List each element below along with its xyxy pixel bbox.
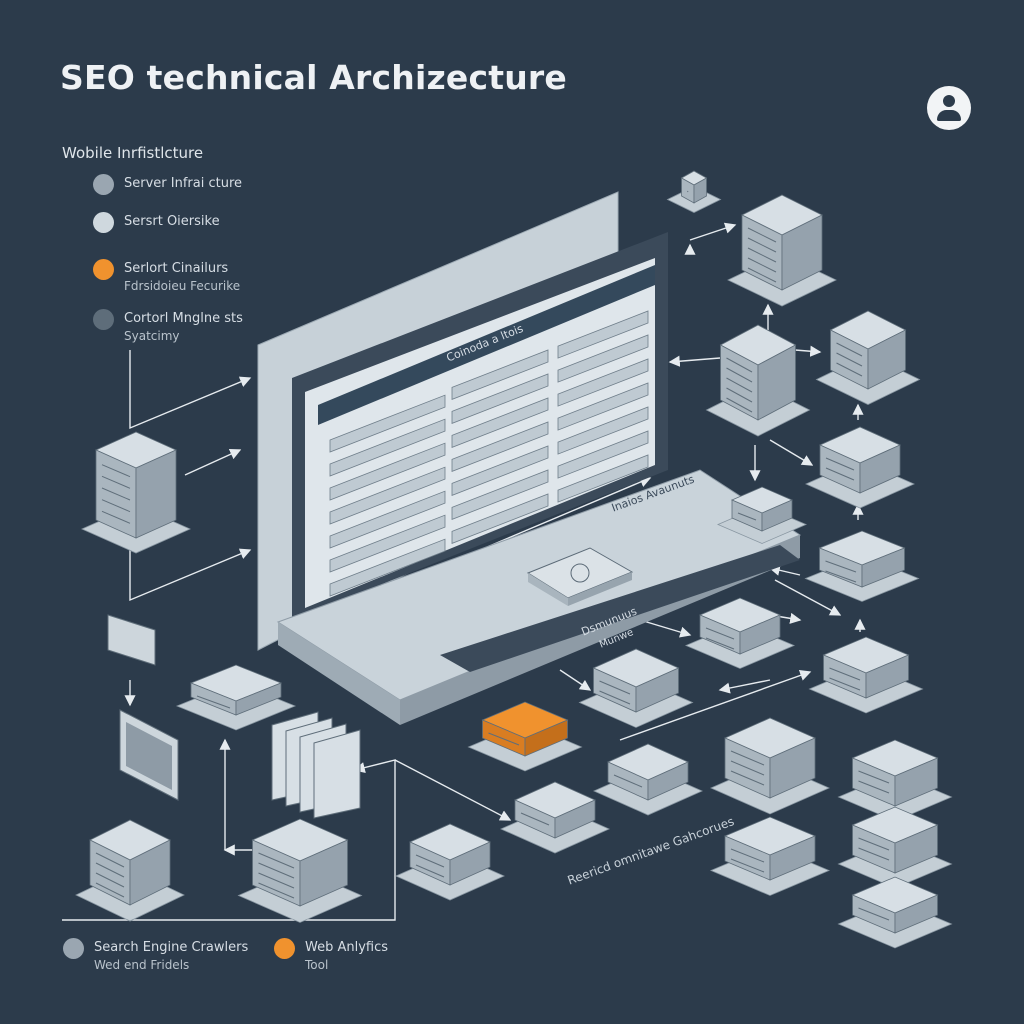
legend-dot xyxy=(63,938,84,959)
server-rack xyxy=(815,310,921,405)
screen-row xyxy=(557,382,649,431)
legend-sublabel: Tool xyxy=(305,958,329,972)
screen-row xyxy=(329,418,446,477)
server-stack xyxy=(805,426,915,509)
server-unit xyxy=(593,743,703,816)
server-unit xyxy=(684,597,796,669)
server-unit xyxy=(578,648,694,728)
connector-arrow xyxy=(129,350,252,430)
legend-label: Search Engine Crawlers xyxy=(94,940,249,955)
screen-row xyxy=(451,397,549,449)
legend-dot xyxy=(274,938,295,959)
connector-lines xyxy=(62,222,866,921)
screen-row xyxy=(557,334,649,383)
laptop-device xyxy=(257,191,802,725)
legend-item: Server Infrai cture xyxy=(93,174,243,195)
legend-label: Sersrt Oiersike xyxy=(124,214,220,229)
server-unit xyxy=(500,781,610,854)
legend-sublabel: Syatcimy xyxy=(124,329,180,343)
desktop-monitor-icon xyxy=(119,709,179,801)
legend-title: Wobile Inrfistlcture xyxy=(62,144,204,162)
server-unit xyxy=(837,806,953,889)
screen-row xyxy=(451,445,549,497)
page-title: SEO technical Archizecture xyxy=(60,58,567,97)
screen-row xyxy=(451,349,549,401)
screen-row xyxy=(329,514,446,573)
server-unit xyxy=(804,530,920,602)
connector-arrow xyxy=(768,564,801,576)
connector-arrow xyxy=(668,355,721,367)
screen-row xyxy=(451,493,549,545)
server-rack xyxy=(727,194,837,307)
legend-sublabel: Wed end Fridels xyxy=(94,958,190,972)
connector-arrow xyxy=(62,759,396,921)
storage-box xyxy=(75,819,185,922)
documents-icon xyxy=(271,711,361,819)
server-rack xyxy=(705,324,811,437)
legend-dot xyxy=(93,212,114,233)
keyboard-pad xyxy=(526,547,634,606)
screen-row xyxy=(329,442,446,501)
screen-row xyxy=(329,466,446,525)
connector-arrow xyxy=(689,222,737,241)
screen-row xyxy=(557,454,649,503)
legend-dot xyxy=(93,174,114,195)
screen-row xyxy=(329,490,446,549)
legend-label: Serlort Cinailurs xyxy=(124,261,229,276)
storage-unit xyxy=(716,486,808,544)
connector-arrow xyxy=(769,439,814,466)
screen-row xyxy=(557,358,649,407)
screen-row xyxy=(451,469,549,521)
analytics-tool xyxy=(467,701,583,772)
server-unit xyxy=(709,816,831,896)
bot-icon xyxy=(666,170,722,213)
legend-sublabel: Fdrsidoieu Fecurike xyxy=(124,279,241,293)
sitemap-server xyxy=(81,431,191,554)
connector-arrow xyxy=(794,345,822,357)
connector-arrow xyxy=(559,669,592,691)
crawler-node xyxy=(175,664,297,731)
screen-row xyxy=(329,538,446,597)
connector-arrow xyxy=(394,759,512,821)
legend-label: Cortorl Mnglne sts xyxy=(124,311,243,326)
legend-item: Sersrt Oiersike xyxy=(93,212,220,233)
router-unit xyxy=(808,636,924,714)
screen-row xyxy=(557,430,649,479)
connector-arrow xyxy=(479,476,652,551)
legend-label: Web Anlyfics xyxy=(305,940,389,955)
connector-arrow xyxy=(619,670,812,741)
screen-row xyxy=(557,406,649,455)
storage-box xyxy=(237,818,363,923)
screen-row xyxy=(329,394,446,453)
screen-row xyxy=(557,310,649,359)
legend-dot xyxy=(93,259,114,280)
laptop-icon xyxy=(107,614,156,666)
legend-dot xyxy=(93,309,114,330)
connector-arrow xyxy=(639,619,692,638)
connector-arrow xyxy=(718,679,771,694)
server-unit xyxy=(837,739,953,822)
connector-arrow xyxy=(184,448,242,476)
server-rack xyxy=(710,717,830,815)
server-unit xyxy=(837,876,953,949)
screen-row xyxy=(451,373,549,425)
user-avatar-icon[interactable] xyxy=(927,86,971,130)
screen-row xyxy=(451,421,549,473)
connector-arrow xyxy=(129,540,252,602)
connector-arrow xyxy=(774,579,842,616)
legend-label: Server Infrai cture xyxy=(124,176,243,191)
server-unit xyxy=(395,823,505,901)
